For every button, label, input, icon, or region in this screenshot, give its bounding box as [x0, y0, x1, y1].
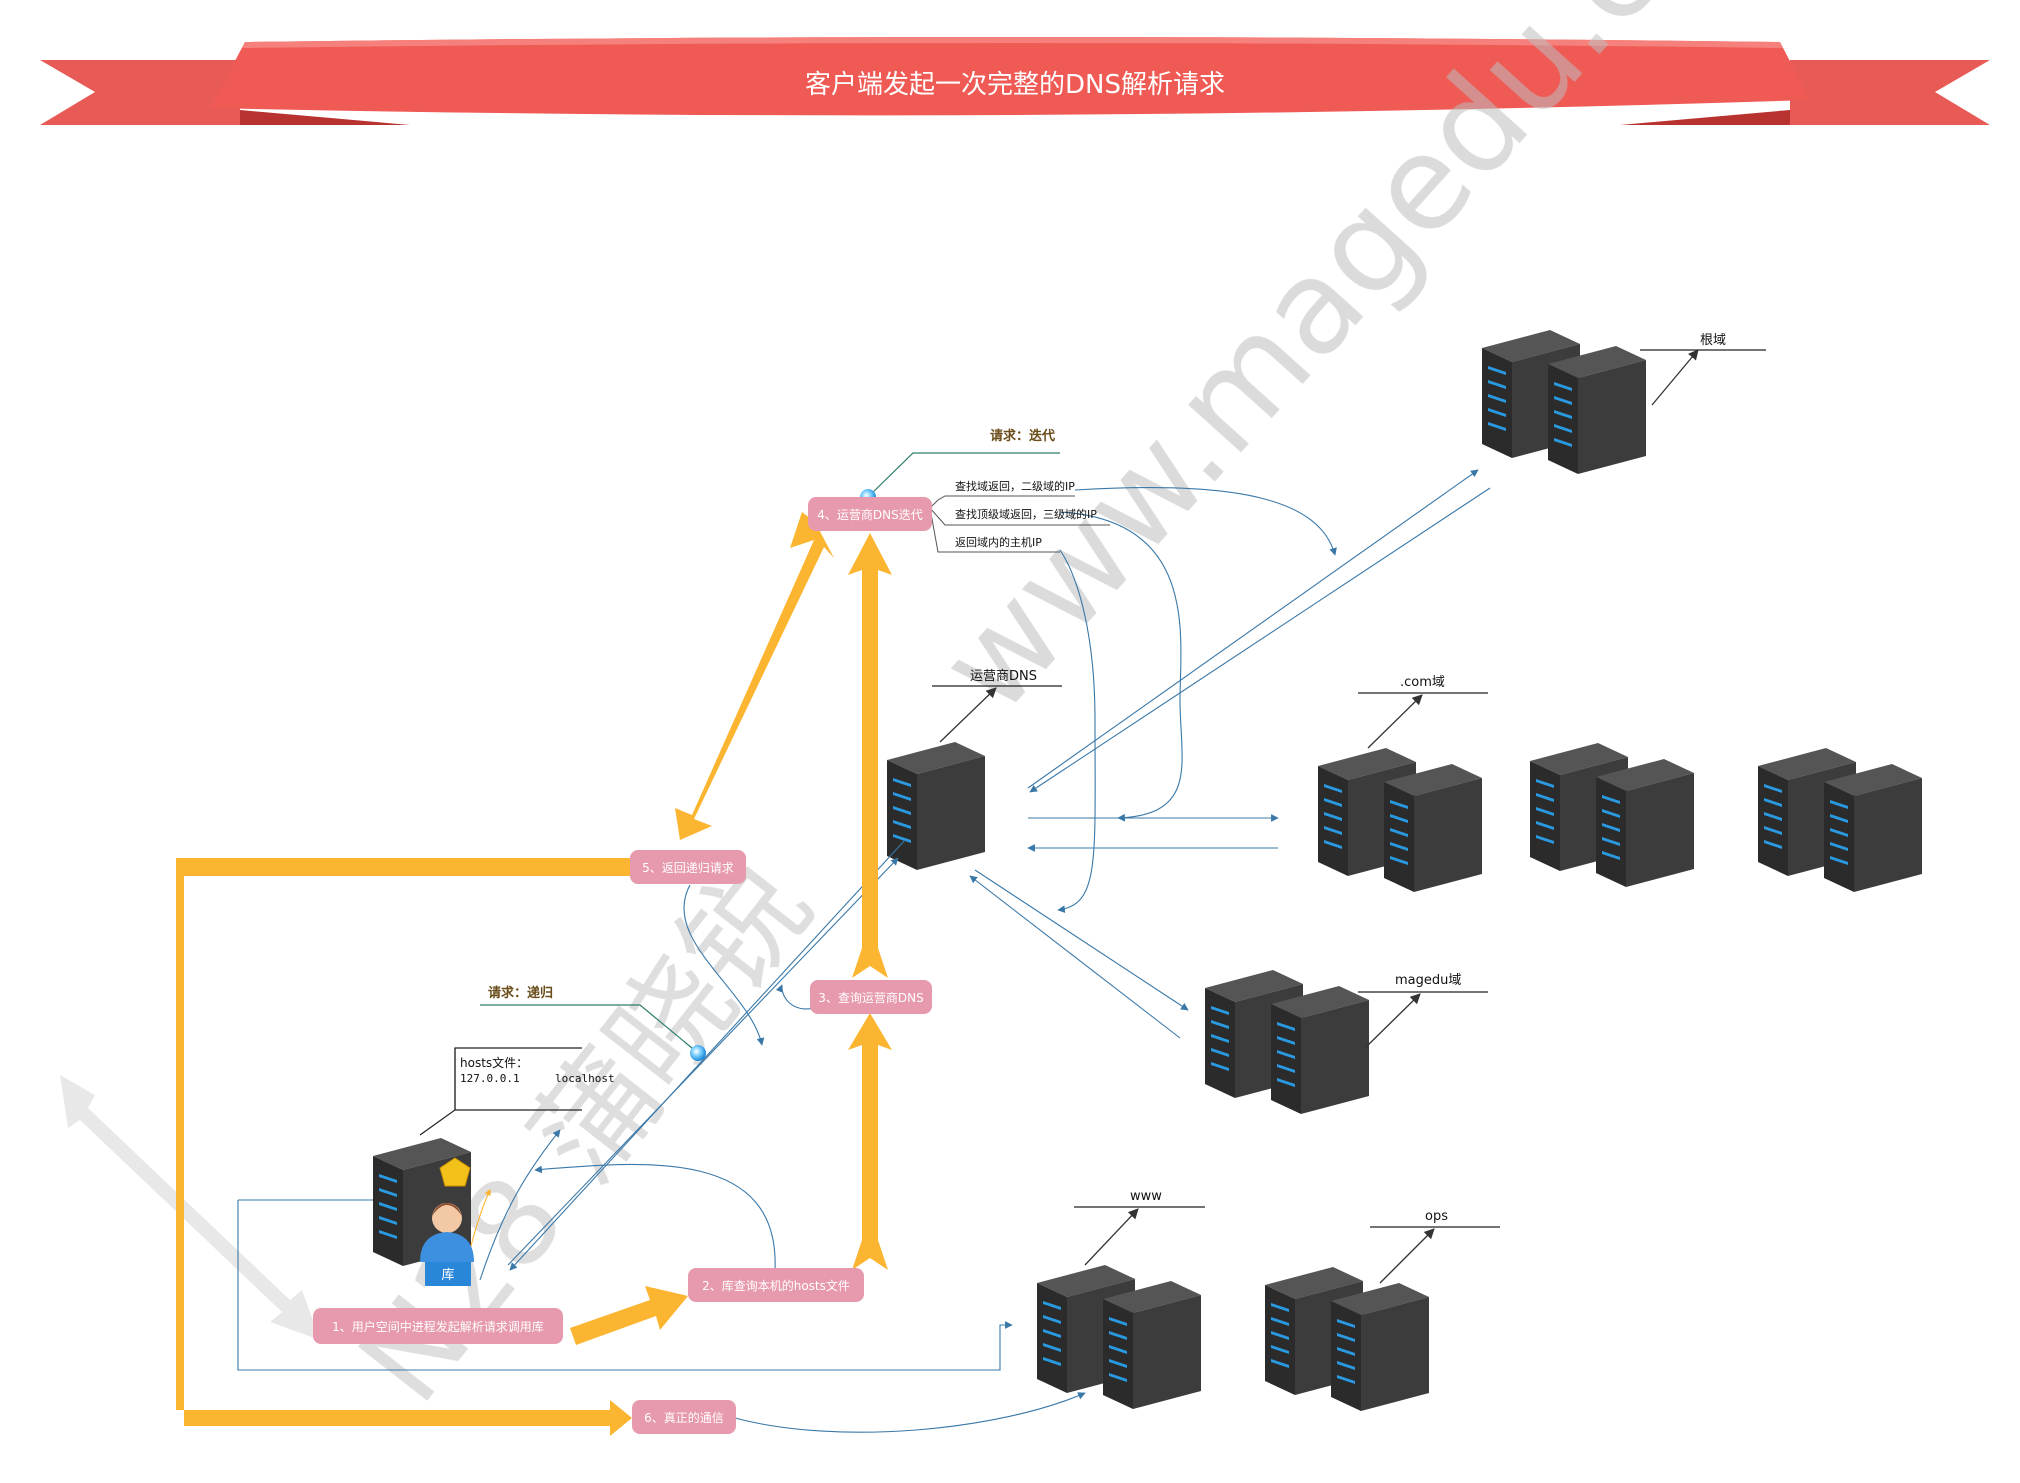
yellow-arrows [176, 512, 892, 1436]
isp-dns-server [887, 742, 985, 870]
hosts-ip: 127.0.0.1 [460, 1072, 520, 1085]
label-com-text: .com域 [1400, 675, 1445, 690]
label-isp-text: 运营商DNS [970, 669, 1037, 684]
arrow-s1-to-s2 [570, 1286, 688, 1345]
recursive-label: 请求：递归 [488, 985, 553, 1001]
title-banner: 客户端发起一次完整的DNS解析请求 [40, 37, 1990, 125]
iterative-label: 请求：迭代 [990, 428, 1055, 444]
step-4-text: 4、运营商DNS迭代 [817, 507, 922, 522]
watermark-arrow [60, 1075, 320, 1340]
banner-title: 客户端发起一次完整的DNS解析请求 [805, 70, 1225, 100]
step-3-box: 3、查询运营商DNS [810, 980, 932, 1014]
label-magedu-text: magedu域 [1395, 973, 1461, 988]
library-label: 库 [441, 1267, 454, 1283]
arrow-s3-to-s4 [848, 533, 892, 978]
www-server-pair [1037, 1265, 1201, 1409]
iter-line-2: 查找顶级域返回，三级域的IP [955, 507, 1097, 521]
user-icon [420, 1203, 474, 1262]
step-1-box: 1、用户空间中进程发起解析请求调用库 [313, 1308, 563, 1344]
arrow-s4-to-s5 [675, 512, 834, 840]
label-www: www [1074, 1189, 1205, 1266]
com-server-pair-3 [1758, 748, 1922, 892]
label-com: .com域 [1358, 675, 1488, 749]
library-box: 库 [425, 1262, 471, 1286]
label-ops: ops [1370, 1209, 1500, 1284]
pentagon-icon [439, 1157, 471, 1187]
label-root-text: 根域 [1700, 333, 1726, 348]
label-magedu: magedu域 [1358, 973, 1488, 1049]
thin-arrows [237, 469, 1491, 1433]
recursive-callout: 请求：递归 [480, 985, 706, 1061]
step-4-box: 4、运营商DNS迭代 [808, 497, 932, 531]
label-www-text: www [1130, 1189, 1162, 1204]
recursive-bead [690, 1045, 706, 1061]
hosts-title: hosts文件： [460, 1055, 528, 1070]
iter-line-3: 返回域内的主机IP [955, 535, 1042, 549]
step-6-text: 6、真正的通信 [644, 1410, 724, 1425]
hosts-note: hosts文件： 127.0.0.1 localhost [419, 1047, 615, 1136]
step-3-text: 3、查询运营商DNS [818, 990, 923, 1005]
watermark: www.magedu.com N28 蒲晓锐 [60, 0, 1827, 1428]
label-ops-text: ops [1425, 1209, 1448, 1224]
step-2-box: 2、库查询本机的hosts文件 [688, 1268, 864, 1302]
iter-line-1: 查找域返回，二级域的IP [955, 479, 1075, 493]
magedu-server-pair [1205, 970, 1369, 1114]
com-server-pair-2 [1530, 743, 1694, 887]
step-5-text: 5、返回递归请求 [642, 861, 734, 875]
root-server-pair [1482, 330, 1646, 474]
com-server-pair-1 [1318, 748, 1482, 892]
step-2-text: 2、库查询本机的hosts文件 [702, 1278, 850, 1293]
hosts-name: localhost [555, 1072, 615, 1085]
step-1-text: 1、用户空间中进程发起解析请求调用库 [332, 1319, 544, 1334]
arrow-s2-to-s3 [848, 1013, 892, 1270]
label-isp: 运营商DNS [932, 669, 1062, 743]
label-root: 根域 [1640, 333, 1766, 406]
ops-server-pair [1265, 1267, 1429, 1411]
step-6-box: 6、真正的通信 [632, 1400, 736, 1434]
step-5-box: 5、返回递归请求 [630, 850, 746, 884]
